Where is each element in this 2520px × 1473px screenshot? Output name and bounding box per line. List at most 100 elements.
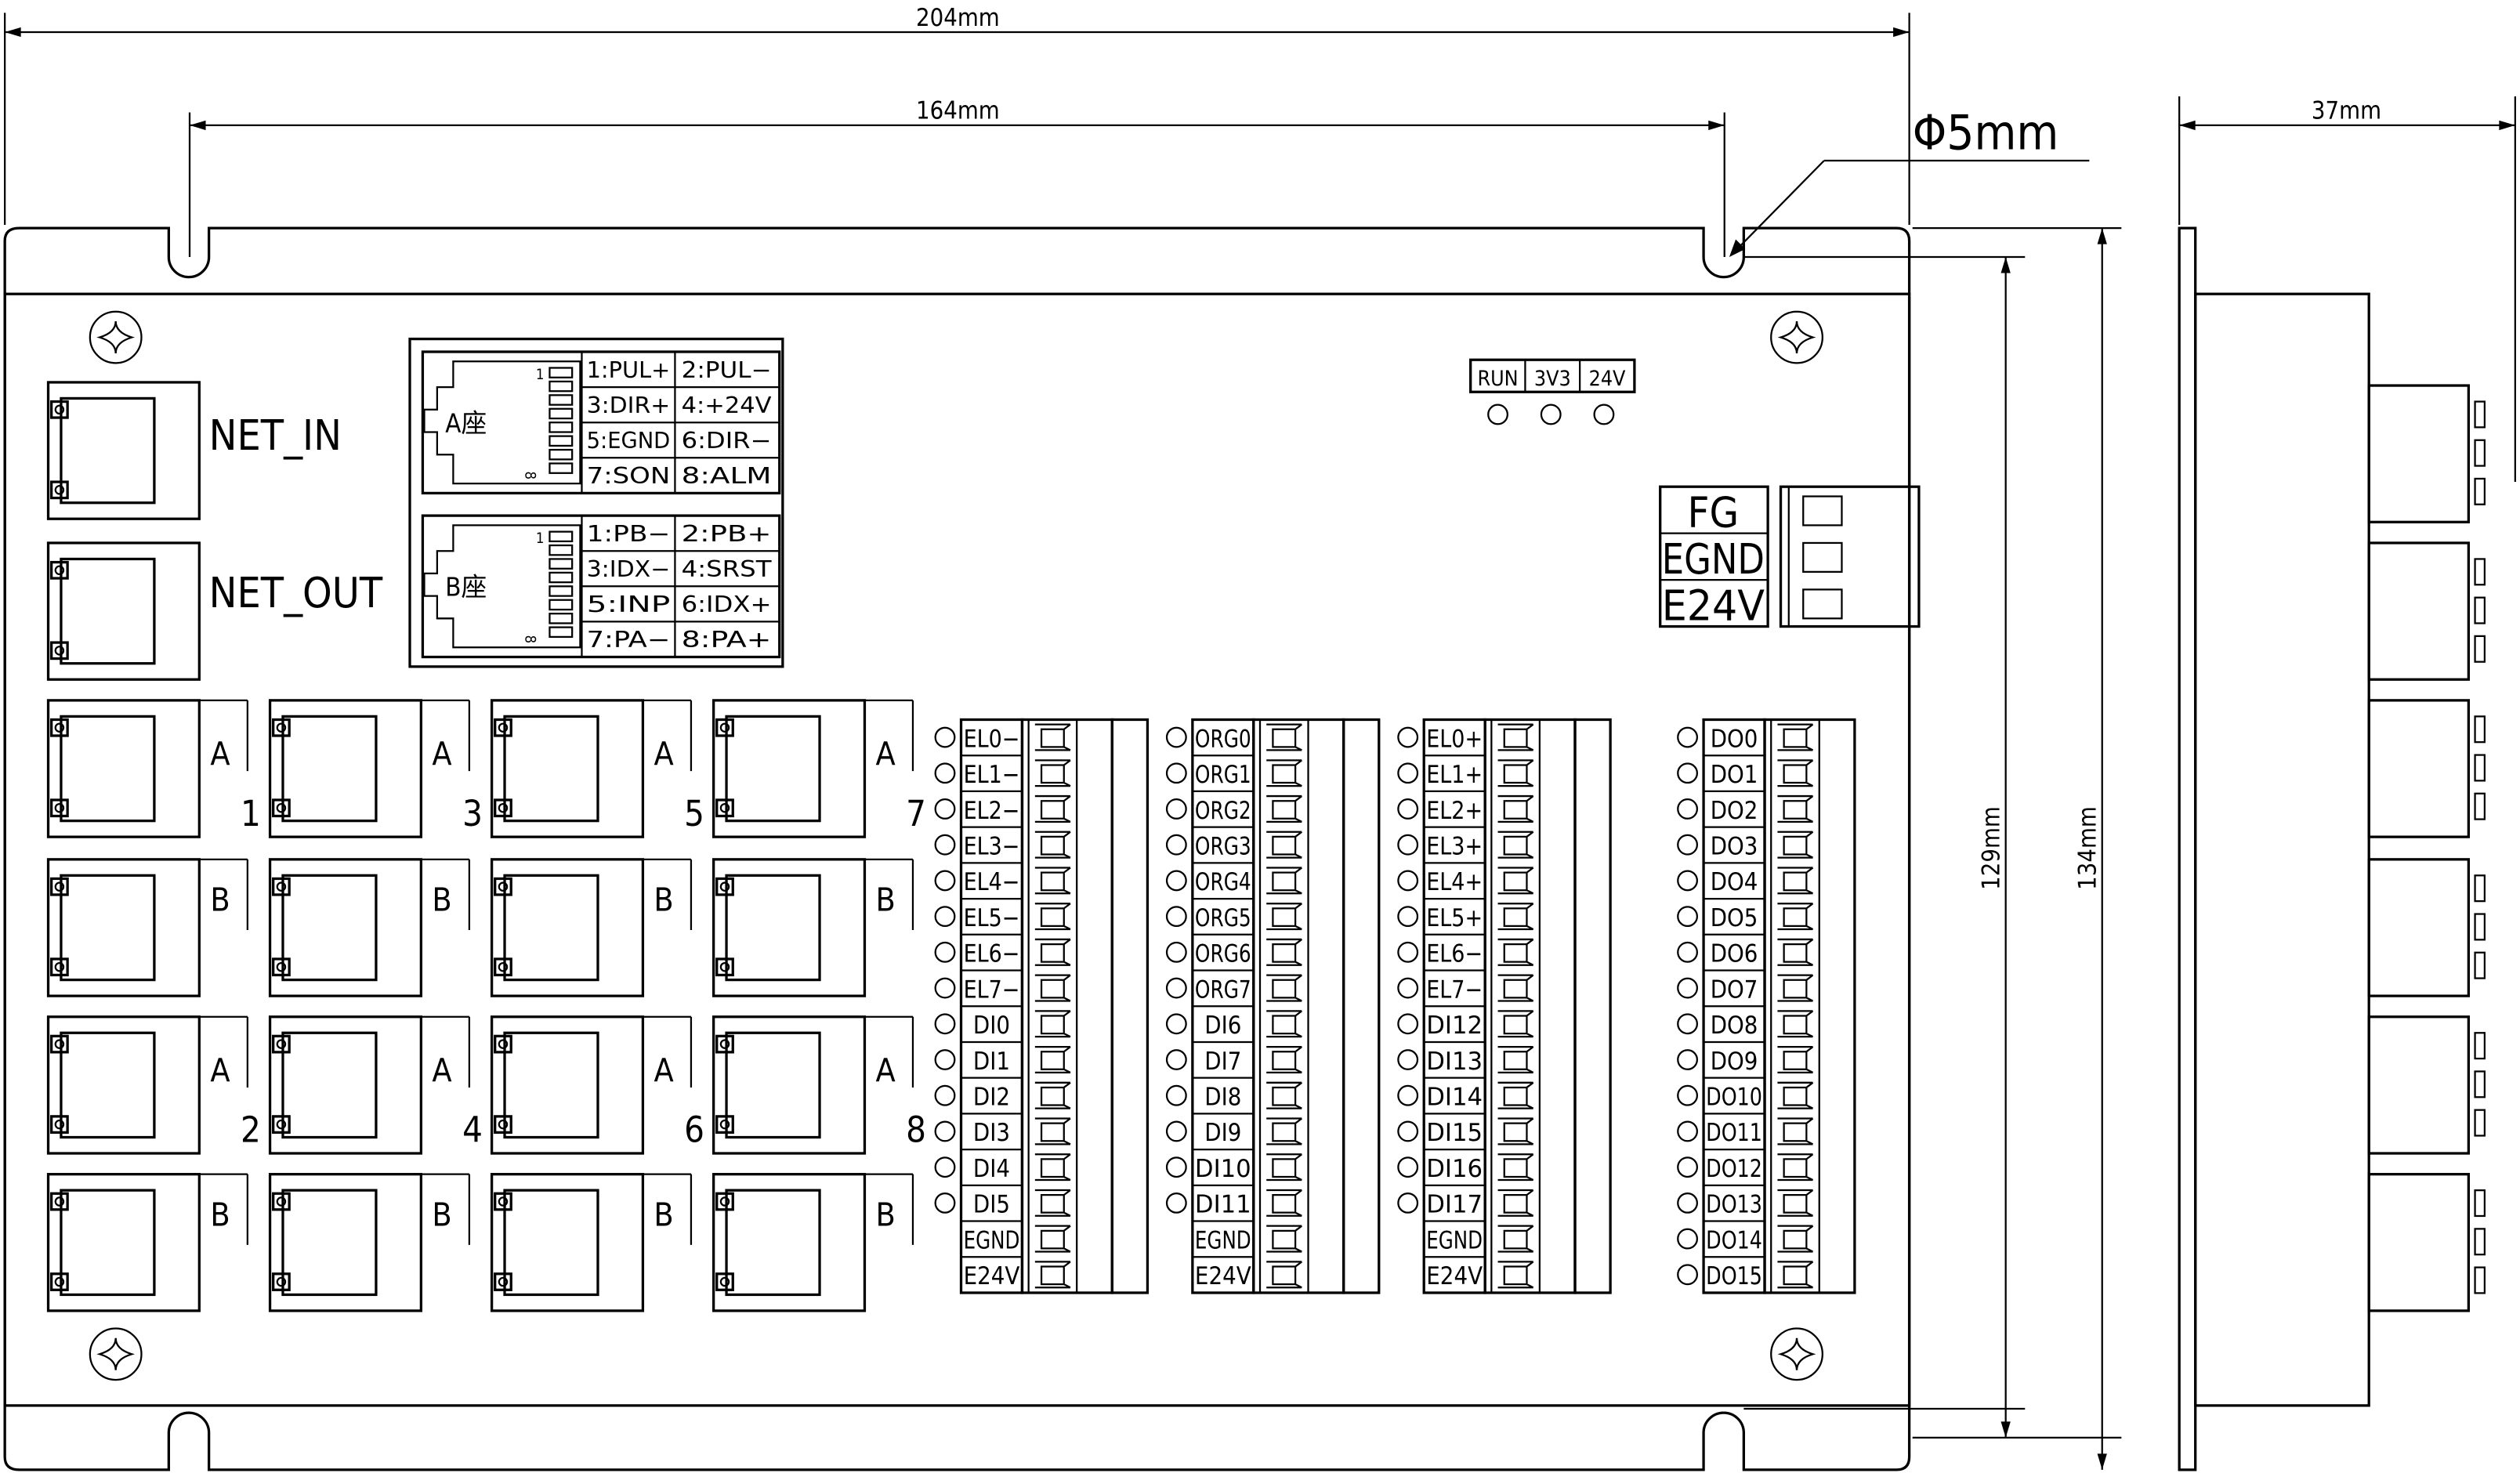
net-in-label: NET_IN: [209, 411, 342, 460]
rj45-led: [49, 1192, 69, 1211]
dimension-label-hole-height: 129mm: [1977, 806, 2005, 890]
axis-8-a-label: A: [875, 1051, 895, 1089]
pin-contact: [549, 626, 574, 639]
io-led: [1397, 762, 1419, 784]
terminal-label: DO12: [1706, 1155, 1762, 1183]
io-led: [1397, 977, 1419, 999]
arrowhead: [1708, 120, 1725, 131]
terminal-label: DI7: [1204, 1048, 1241, 1076]
terminal-label: E24V: [1426, 1262, 1483, 1290]
terminal-screw-icon: [1034, 867, 1071, 895]
rj45-socket: [281, 1031, 378, 1139]
axis-8-port-b: [712, 1173, 867, 1312]
pin-a-1: 1:PUL+: [587, 356, 671, 383]
status-led-run: [1487, 404, 1508, 425]
io-led: [1397, 1084, 1419, 1106]
terminal-screw-icon: [1266, 1153, 1303, 1182]
rj45-led: [272, 957, 291, 977]
led-dot: [54, 1276, 65, 1287]
pin-b-4: 4:SRST: [682, 556, 772, 582]
terminal-screw-icon: [1266, 1081, 1303, 1109]
board-body: [3, 292, 1911, 1407]
io-led: [1165, 1192, 1187, 1214]
io-led: [1397, 1013, 1419, 1035]
rj45-socket: [725, 1189, 821, 1297]
rj45-socket: [281, 874, 378, 982]
terminal-screw-icon: [1034, 723, 1071, 751]
io-led: [1397, 1156, 1419, 1178]
terminal-screw-icon: [1497, 1117, 1534, 1145]
axis-6-port-a: [490, 1015, 645, 1155]
terminal-screw-icon: [1266, 1189, 1303, 1217]
io-led: [1677, 1156, 1699, 1178]
terminal-label: DO6: [1711, 940, 1758, 968]
io-led: [1165, 834, 1187, 856]
terminal-screw-icon: [1034, 1045, 1071, 1074]
terminal-screw-icon: [1777, 938, 1814, 966]
terminal-block-3: [1483, 718, 1577, 1294]
terminal-screw-icon: [1777, 1010, 1814, 1038]
pin-a-6: 6:DIR−: [682, 427, 772, 454]
terminal-screw-icon: [1266, 723, 1303, 751]
terminal-block-housing: [1342, 718, 1381, 1294]
terminal-screw-icon: [1777, 1153, 1814, 1182]
axis-3-a-label: A: [432, 735, 451, 773]
screw-icon: [89, 1327, 143, 1381]
terminal-label: E24V: [1195, 1262, 1251, 1290]
io-led: [1677, 762, 1699, 784]
terminal-label: DI3: [973, 1119, 1010, 1147]
pin-a-2: 2:PUL−: [682, 356, 772, 383]
axis-7-number: 7: [906, 793, 926, 834]
rj45-socket: [60, 396, 156, 505]
axis-5-number: 5: [684, 793, 704, 834]
arrowhead: [1893, 27, 1910, 38]
terminal-label: ORG3: [1195, 832, 1251, 860]
terminal-label: DI6: [1204, 1012, 1241, 1040]
led-dot: [54, 1039, 65, 1049]
io-led: [1165, 906, 1187, 928]
side-latch: [2474, 951, 2486, 979]
led-dot: [719, 1276, 730, 1287]
terminal-label: DO9: [1711, 1048, 1758, 1076]
terminal-label: EGND: [1195, 1226, 1251, 1254]
terminal-screw-icon: [1034, 1010, 1071, 1038]
axis-1-a-label: A: [210, 735, 230, 773]
led-dot: [276, 802, 287, 813]
rj45-led: [494, 1034, 512, 1054]
terminal-label: EL0−: [964, 725, 1020, 753]
terminal-screw-icon: [1497, 1261, 1534, 1289]
pin-b-2: 2:PB+: [682, 520, 772, 547]
io-led: [934, 726, 956, 748]
led-dot: [498, 1276, 509, 1287]
side-body: [2194, 292, 2370, 1407]
pin-contact: [549, 407, 574, 420]
screw-cross-icon: [1777, 1337, 1816, 1370]
side-plate: [2178, 226, 2197, 1471]
arrowhead: [2000, 1421, 2011, 1438]
terminal-screw-icon: [1034, 1261, 1071, 1289]
io-led: [1397, 1049, 1419, 1070]
terminal-screw-icon: [1777, 723, 1814, 751]
io-led: [1677, 977, 1699, 999]
pin-8-marker: 8: [522, 472, 538, 480]
axis-2-number: 2: [241, 1109, 261, 1151]
rj45-led: [494, 1115, 512, 1135]
terminal-label: EL3−: [964, 832, 1020, 860]
terminal-block-4: [1763, 718, 1856, 1294]
rj45-led: [49, 798, 69, 818]
screw-icon: [1770, 310, 1823, 364]
io-led: [1677, 798, 1699, 820]
rj45-led: [272, 1272, 291, 1291]
power-terminal-connector: [1779, 485, 1921, 628]
io-led: [1165, 1049, 1187, 1070]
io-led: [934, 870, 956, 892]
terminal-label: EL1−: [964, 761, 1020, 789]
rj45-led: [272, 718, 291, 737]
terminal-label: ORG6: [1195, 940, 1251, 968]
io-led: [934, 798, 956, 820]
rj45-led: [49, 400, 69, 419]
terminal-screw-icon: [1497, 1081, 1534, 1109]
terminal-label: EGND: [964, 1226, 1020, 1254]
terminal-label: DI15: [1426, 1119, 1483, 1147]
rj45-led: [49, 1115, 69, 1135]
